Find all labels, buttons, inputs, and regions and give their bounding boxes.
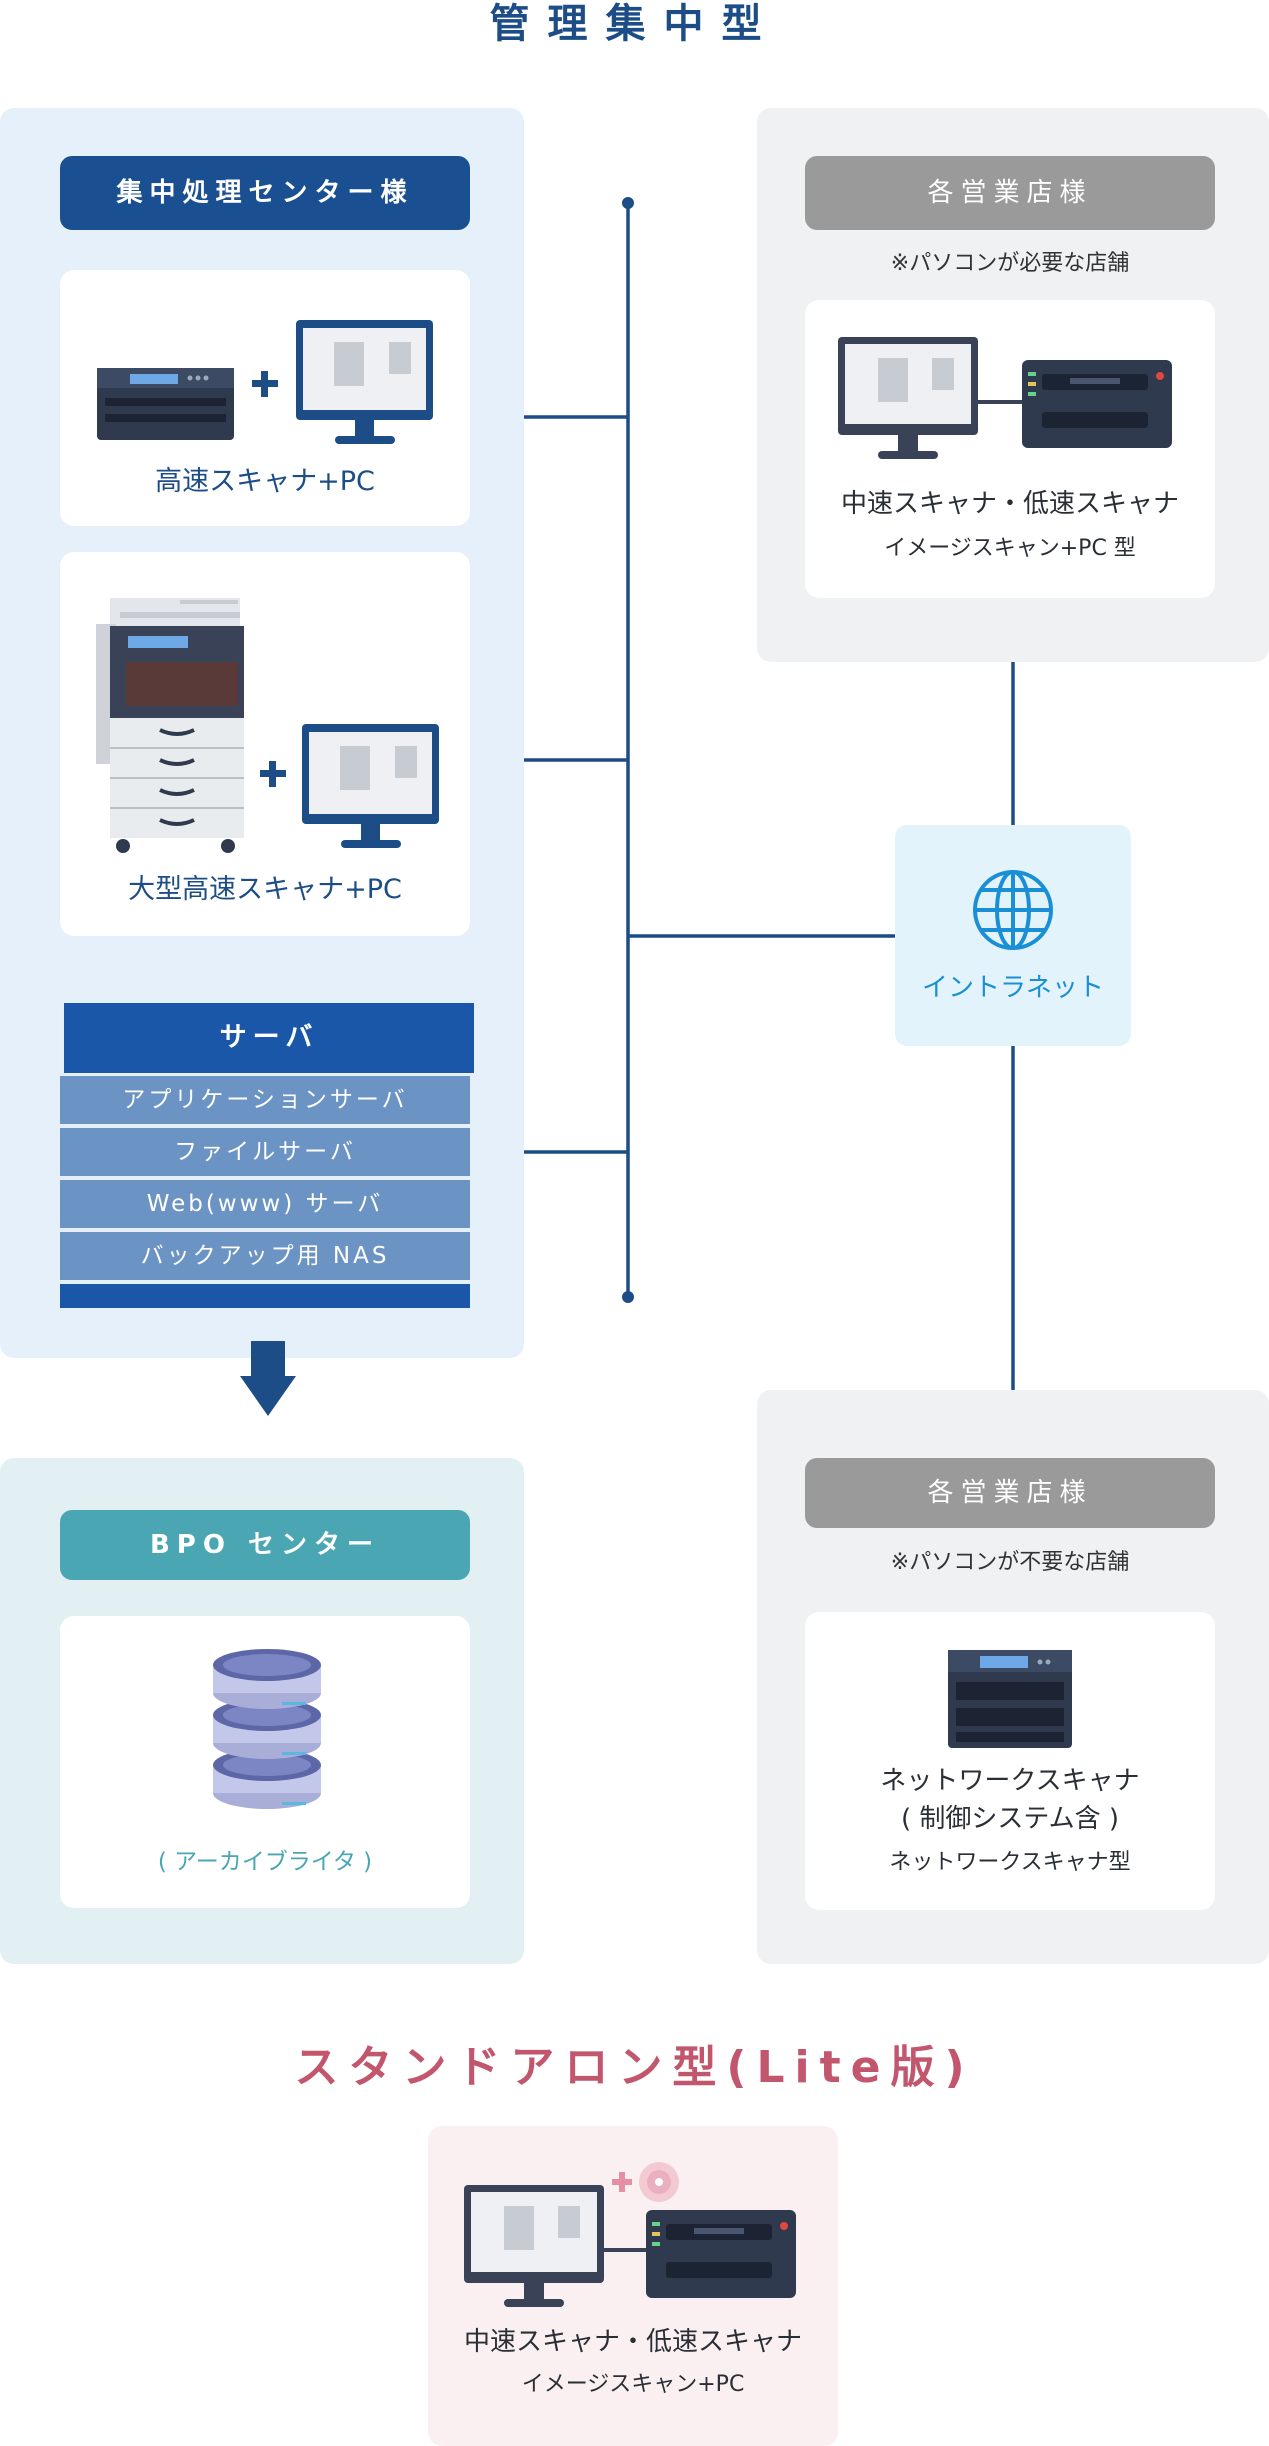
branch-nopc-label-sub: ネットワークスキャナ型: [889, 1850, 1131, 1875]
server-footer: [60, 1284, 470, 1308]
lite-label-main: 中速スキャナ・低速スキャナ: [463, 2327, 802, 2357]
disc-icon: [639, 2162, 679, 2202]
bpo-label: ( アーカイブライタ ): [157, 1849, 373, 1875]
branch-nopc-label-main-1: ネットワークスキャナ: [880, 1766, 1140, 1796]
branch-nopc-header: 各営業店様: [805, 1458, 1215, 1528]
server-row-application: アプリケーションサーバ: [60, 1076, 470, 1124]
server-row-web: Web(www) サーバ: [60, 1180, 470, 1228]
branch-pc-header: 各営業店様: [805, 156, 1215, 230]
server-row-nas: バックアップ用 NAS: [60, 1232, 470, 1280]
lite-label-sub: イメージスキャン+PC: [521, 2372, 745, 2397]
bpo-header: BPO センター: [60, 1510, 470, 1580]
center-header: 集中処理センター様: [60, 156, 470, 230]
server-row-file: ファイルサーバ: [60, 1128, 470, 1176]
branch-pc-label-main: 中速スキャナ・低速スキャナ: [840, 489, 1179, 519]
main-title: 管理集中型: [489, 1, 780, 47]
intranet-label: イントラネット: [921, 973, 1104, 1003]
high-speed-scanner-label: 高速スキャナ+PC: [155, 466, 375, 497]
branch-pc-note: ※パソコンが必要な店舗: [890, 251, 1130, 276]
branch-pc-label-sub: イメージスキャン+PC 型: [884, 536, 1136, 561]
branch-nopc-note: ※パソコンが不要な店舗: [890, 1550, 1130, 1575]
lite-title: スタンドアロン型(Lite版): [294, 2042, 975, 2093]
branch-nopc-label-main-2: ( 制御システム含 ): [900, 1804, 1120, 1834]
large-scanner-label: 大型高速スキャナ+PC: [128, 874, 402, 905]
server-header: サーバ: [64, 1003, 474, 1073]
